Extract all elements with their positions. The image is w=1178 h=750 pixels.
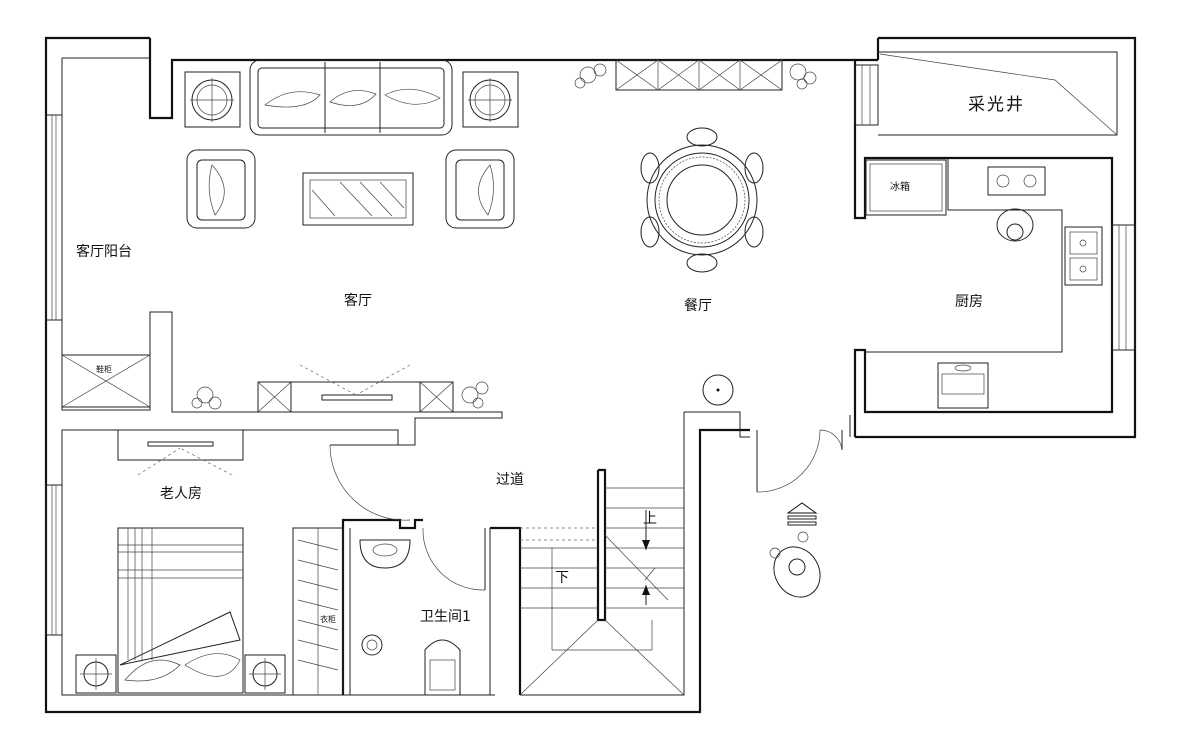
tv-cabinet-bedroom (117, 429, 244, 476)
dining-room-label: 餐厅 (684, 298, 712, 314)
bed (75, 527, 286, 694)
stairs-down-label: 下 (555, 570, 569, 586)
bathroom-label: 卫生间1 (420, 609, 471, 625)
stairs-up-label: 上 (643, 511, 657, 527)
kitchen-person (996, 208, 1034, 242)
sofa-set (184, 59, 519, 136)
coffee-table (302, 172, 414, 226)
round-stool (702, 374, 734, 406)
armchairs (186, 149, 515, 229)
kitchen-counter (865, 158, 1103, 409)
skylight-well-label: 采光井 (968, 95, 1025, 115)
decorative-cabinet (615, 59, 783, 91)
doors (329, 429, 843, 591)
hallway-label: 过道 (496, 472, 524, 488)
skylight-well (879, 53, 1118, 136)
bathroom-fixtures (359, 539, 461, 696)
tv-cabinet (257, 364, 454, 413)
elderly-room-label: 老人房 (160, 486, 202, 502)
staircase (519, 487, 685, 696)
fridge-label: 冰箱 (890, 180, 910, 193)
plants (191, 63, 817, 410)
windows (45, 64, 1136, 636)
entrance-marker (769, 502, 821, 598)
living-room-label: 客厅 (344, 292, 372, 309)
kitchen-label: 厨房 (955, 294, 983, 310)
exterior-walls (44, 36, 1137, 714)
wardrobe (292, 527, 344, 696)
dining-table (640, 127, 764, 273)
living-balcony-label: 客厅阳台 (76, 243, 132, 260)
shoe-cabinet-label: 鞋柜 (96, 364, 112, 374)
shoe-cabinet (61, 354, 151, 408)
wardrobe-label: 衣柜 (320, 614, 336, 624)
